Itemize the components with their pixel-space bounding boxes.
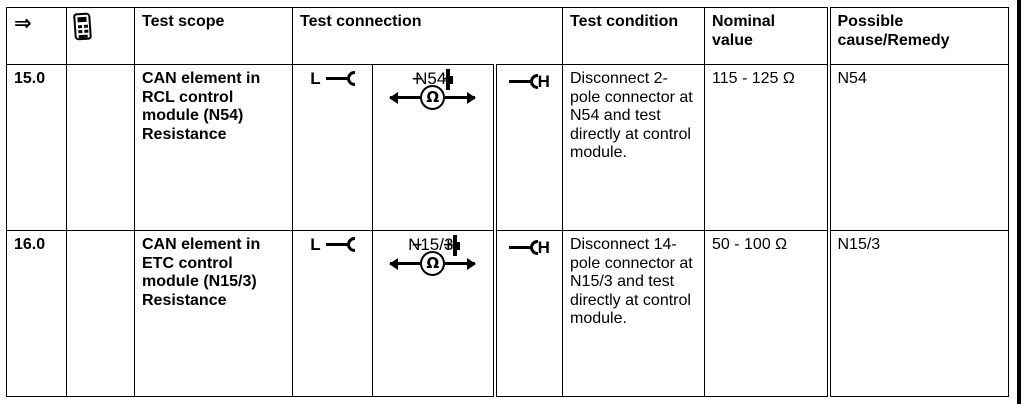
cell-test-scope: CAN element in ETC control module (N15/3… xyxy=(134,230,293,397)
lead-line xyxy=(325,243,348,246)
cell-possible-cause: N15/3 xyxy=(826,230,1009,397)
cell-possible-cause: N54 xyxy=(826,64,1009,231)
minus-sign: − xyxy=(411,237,423,253)
terminal-label-left: L xyxy=(310,235,321,254)
meter-module-label: N54 xyxy=(415,69,447,88)
connector-block-icon xyxy=(446,69,454,90)
socket-icon xyxy=(346,71,355,86)
meter-probe-row: − Ω + xyxy=(389,238,477,276)
cell-connection-meter: N54 − Ω + xyxy=(372,64,495,231)
table-header-row: ⇒ Test scope Test connection Test condit… xyxy=(6,7,1009,65)
double-arrow-icon: ⇒ xyxy=(14,11,32,35)
handheld-tester-icon xyxy=(73,12,92,41)
terminal-symbol-high: H xyxy=(508,238,550,257)
table-row: 16.0 CAN element in ETC control module (… xyxy=(6,230,1009,397)
minus-sign: − xyxy=(411,71,423,87)
header-nominal-value: Nominal value xyxy=(704,7,829,65)
header-tester-column xyxy=(66,7,135,65)
table-row: 15.0 CAN element in RCL control module (… xyxy=(6,64,1009,231)
ohmmeter-diagram: N15/3 − Ω + xyxy=(389,235,477,276)
cell-step: 16.0 xyxy=(6,230,67,397)
cell-connection-right: H xyxy=(492,230,563,397)
terminal-symbol-low: L xyxy=(310,235,355,254)
cell-connection-right: H xyxy=(492,64,563,231)
connector-block-icon xyxy=(453,235,461,256)
header-test-connection: Test connection xyxy=(292,7,563,65)
socket-icon xyxy=(529,240,538,255)
probe-right xyxy=(445,91,477,104)
meter-probe-row: − Ω + xyxy=(389,72,477,110)
diagnostic-test-table: ⇒ Test scope Test connection Test condit… xyxy=(6,7,1009,397)
cell-nominal-value: 115 - 125 Ω xyxy=(704,64,829,231)
lead-line xyxy=(508,80,531,83)
cell-connection-left: L xyxy=(292,230,373,397)
ohm-meter-icon: Ω xyxy=(420,251,446,276)
lead-line xyxy=(325,77,348,80)
header-test-scope: Test scope xyxy=(134,7,293,65)
terminal-label-right: H xyxy=(537,238,550,257)
terminal-symbol-low: L xyxy=(310,69,355,88)
cell-step: 15.0 xyxy=(6,64,67,231)
ohmmeter-diagram: N54 − Ω + xyxy=(389,69,477,110)
meter-module-label: N15/3 xyxy=(408,235,454,254)
cell-nominal-value: 50 - 100 Ω xyxy=(704,230,829,397)
lead-line xyxy=(508,246,531,249)
plus-sign: + xyxy=(442,237,455,253)
cell-connection-left: L xyxy=(292,64,373,231)
header-test-condition: Test condition xyxy=(562,7,705,65)
cell-test-condition: Disconnect 14-pole connector at N15/3 an… xyxy=(562,230,705,397)
header-step-column: ⇒ xyxy=(6,7,67,65)
cell-test-condition: Disconnect 2-pole connector at N54 and t… xyxy=(562,64,705,231)
probe-left xyxy=(389,91,421,104)
terminal-symbol-high: H xyxy=(508,72,550,91)
cell-tester xyxy=(66,230,135,397)
plus-sign: + xyxy=(442,71,455,87)
ohm-meter-icon: Ω xyxy=(420,85,446,110)
terminal-label-right: H xyxy=(537,72,550,91)
page-edge-rule xyxy=(1017,0,1021,404)
probe-right xyxy=(445,257,477,270)
cell-tester xyxy=(66,64,135,231)
probe-left xyxy=(389,257,421,270)
socket-icon xyxy=(346,237,355,252)
cell-connection-meter: N15/3 − Ω + xyxy=(372,230,495,397)
terminal-label-left: L xyxy=(310,69,321,88)
cell-test-scope: CAN element in RCL control module (N54) … xyxy=(134,64,293,231)
header-possible-cause: Possible cause/Remedy xyxy=(826,7,1009,65)
socket-icon xyxy=(529,74,538,89)
